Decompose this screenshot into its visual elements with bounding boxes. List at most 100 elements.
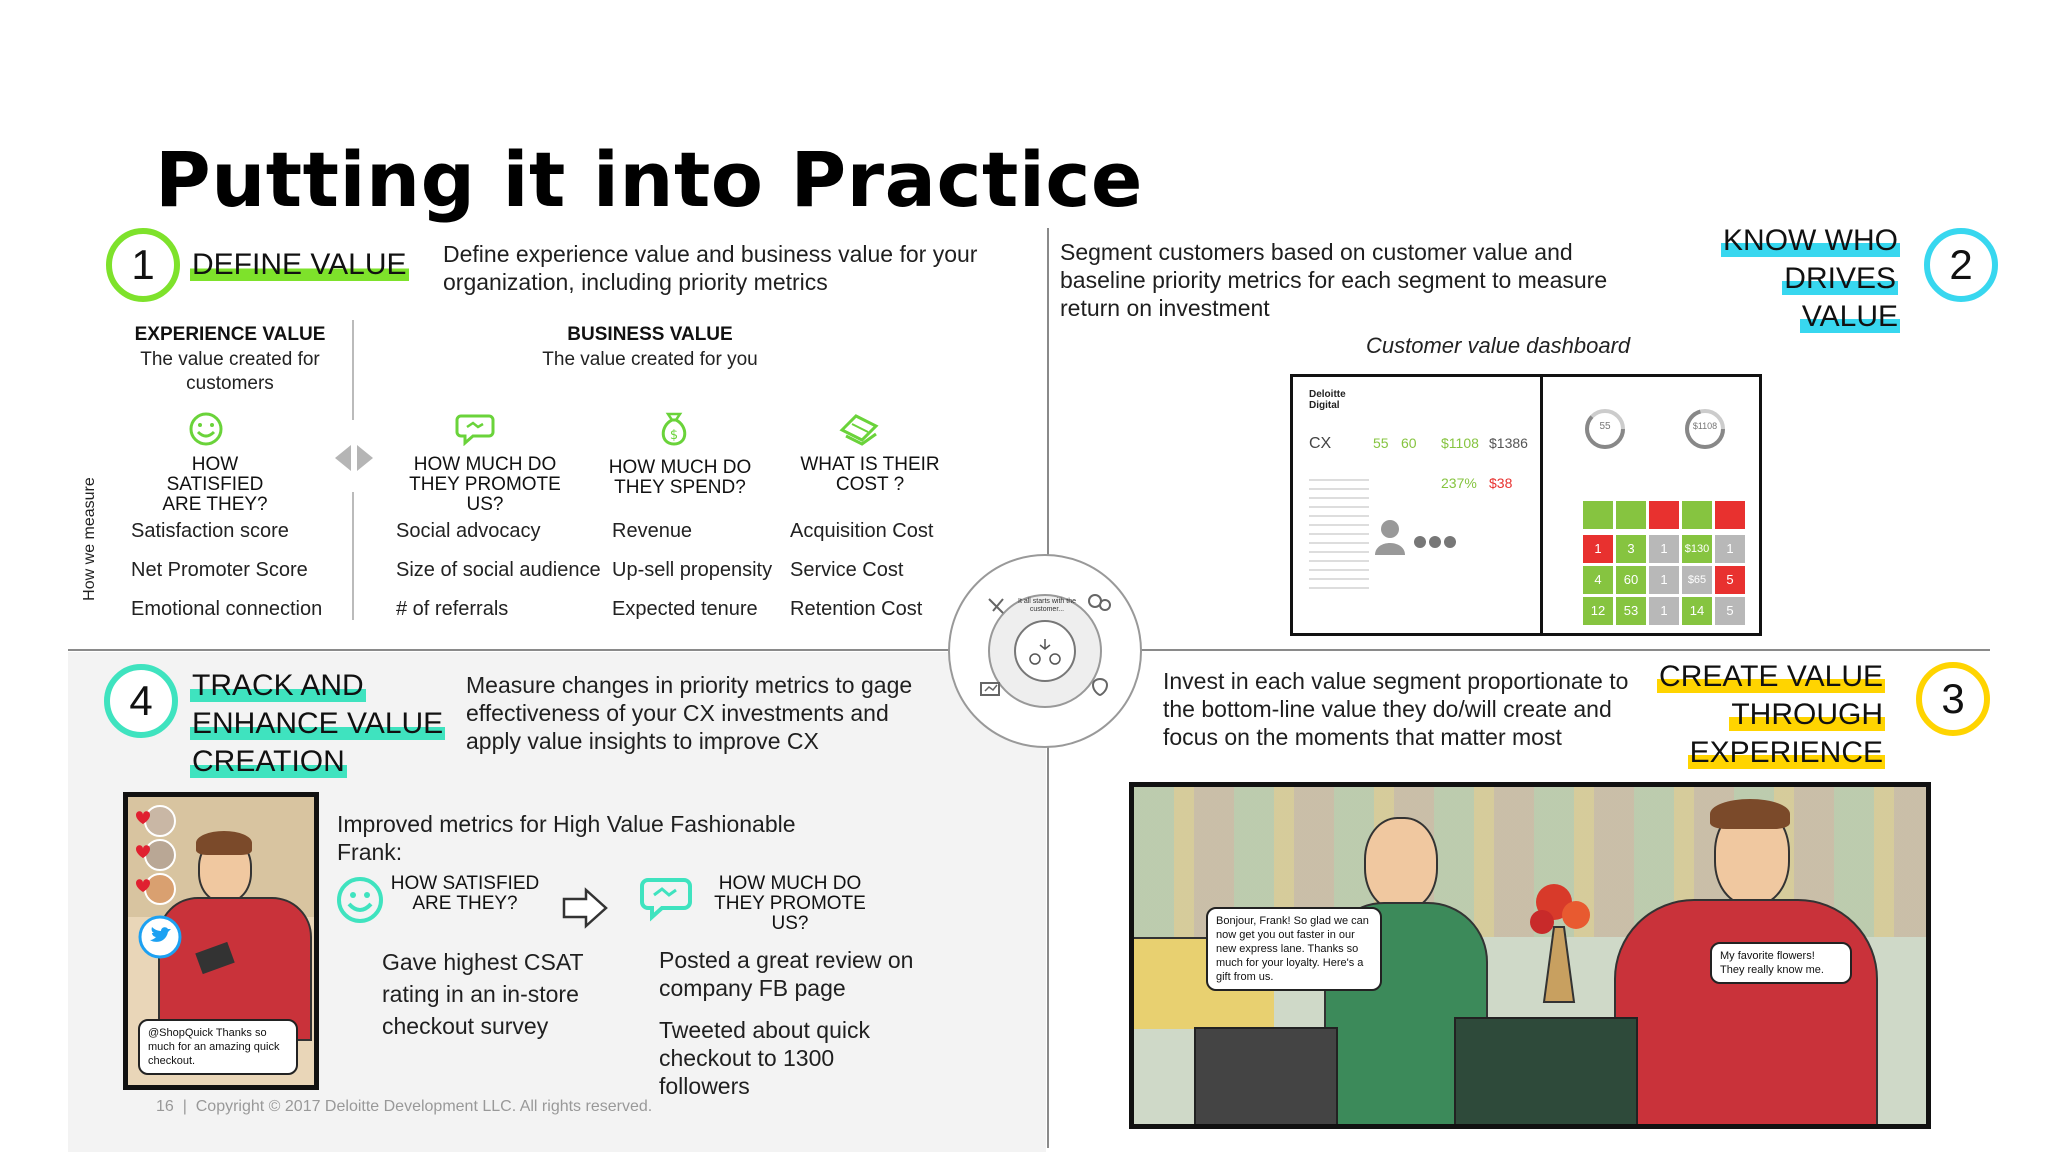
driver-cell [1715,501,1745,529]
dashboard-gauge-2 [1683,407,1727,456]
dashboard-gauge-1-value: 55 [1599,421,1611,432]
step-2-circle: 2 [1924,228,1998,302]
metric-referrals: # of referrals [396,598,509,620]
question-cost: WHAT IS THEIR COST ? [800,454,940,495]
coins-hand-icon [838,408,880,451]
step-4-circle: 4 [104,664,178,738]
track-enhance-description: Measure changes in priority metrics to g… [466,672,913,754]
comic-grocery-bag [1454,1017,1638,1124]
result-satisfied: Gave highest CSAT rating in an in-store … [382,949,584,1039]
dashboard-value-grid: 1 3 1 $130 1 4 60 1 $65 5 12 53 1 14 5 [1583,535,1748,627]
metric-tenure: Expected tenure [612,598,758,620]
customer-value-dashboard: Deloitte Digital CX 55 60 $1108 $1386 23… [1290,374,1762,636]
metric-revenue: Revenue [612,520,693,542]
comic-register [1194,1027,1338,1124]
improved-metrics-title: Improved metrics for High Value Fashiona… [337,811,796,865]
step-3-circle: 3 [1916,662,1990,736]
metric-social-advocacy: Social advocacy [396,520,541,542]
dashboard-money3: $38 [1489,475,1513,491]
svg-text:$: $ [670,428,678,443]
dashboard-divider [1540,377,1543,633]
business-value-header: BUSINESS VALUE [567,324,733,345]
comic-heart-icons [130,803,180,918]
comic-frank-sweater [1614,899,1878,1124]
grid-cell: 1 [1715,535,1745,563]
know-who-description: Segment customers based on customer valu… [1060,239,1608,321]
dashboard-social-icons [1413,535,1461,554]
comic-twitter-icon [138,915,182,964]
shopper-phone-comic: @ShopQuick Thanks so much for an amazing… [123,792,319,1090]
how-we-measure-label: How we measure [81,477,98,601]
dashboard-text-lines [1309,472,1369,592]
grid-cell: 5 [1715,566,1745,594]
grid-cell: 1 [1649,566,1679,594]
value-column-divider-lower [352,492,354,620]
page-title: Putting it into Practice [155,135,1143,224]
question-spend: HOW MUCH DO THEY SPEND? [608,457,752,498]
comic-shopper-sweater [158,897,312,1041]
result-promote-review: Posted a great review on company FB page [659,947,914,1001]
dashboard-gauge-1 [1583,407,1627,456]
metric-acquisition: Acquisition Cost [790,520,934,542]
footer-copyright: 16 | Copyright © 2017 Deloitte Developme… [156,1098,653,1115]
dashboard-score2: 60 [1401,435,1417,451]
dashboard-money1: $1108 [1441,435,1479,451]
metric-upsell: Up-sell propensity [612,559,773,581]
comic-frank-hair [1710,799,1790,829]
dashboard-driver-icons-row [1583,501,1745,529]
grid-cell: 53 [1616,597,1646,625]
grid-cell: 12 [1583,597,1613,625]
dashboard-pct: 237% [1441,475,1477,491]
question-promote: HOW MUCH DO THEY PROMOTE US? [409,454,561,515]
define-value-heading: DEFINE VALUE [190,248,409,281]
q4-how-satisfied: HOW SATISFIED ARE THEY? [390,873,540,914]
q4-how-promote: HOW MUCH DO THEY PROMOTE US? [714,873,866,934]
dashboard-gauge-2-value: $1108 [1692,421,1718,431]
arrows-icon [333,443,375,478]
dashboard-caption: Customer value dashboard [1366,333,1631,358]
center-customer-wheel [945,551,1145,756]
metric-emotional: Emotional connection [131,598,323,620]
smiley-icon-large [334,874,386,931]
comic-clerk-head [1364,817,1438,911]
create-value-description: Invest in each value segment proportiona… [1163,668,1629,750]
grid-cell: 1 [1583,535,1613,563]
grid-cell: 3 [1616,535,1646,563]
grid-cell: 1 [1649,597,1679,625]
value-column-divider [352,320,354,420]
grid-cell: $65 [1682,566,1712,594]
center-caption: It all starts with the customer... [1018,598,1076,613]
tweet-bubble: @ShopQuick Thanks so much for an amazing… [138,1019,298,1075]
driver-cell [1682,501,1712,529]
dashboard-money2: $1386 [1489,435,1528,451]
right-arrow-icon [560,887,610,934]
handshake-bubble-icon [455,408,495,451]
define-value-description: Define experience value and business val… [443,241,978,295]
metric-satisfaction: Satisfaction score [131,520,289,542]
grid-cell: 14 [1682,597,1712,625]
dashboard-cx: CX [1309,435,1332,452]
comic-shopper-hair [196,831,252,855]
driver-cell [1616,501,1646,529]
metric-nps: Net Promoter Score [131,559,308,581]
dashboard-avatar-icon [1373,517,1407,560]
metric-social-audience: Size of social audience [396,559,601,581]
metric-retention: Retention Cost [790,598,923,620]
business-value-sub: The value created for you [542,349,758,370]
metric-service: Service Cost [790,559,904,581]
grid-cell: 1 [1649,535,1679,563]
dashboard-brand: Deloitte Digital [1309,389,1346,411]
result-promote-tweet: Tweeted about quick checkout to 1300 fol… [659,1017,870,1099]
grid-cell: 60 [1616,566,1646,594]
step-1-circle: 1 [106,228,180,302]
grid-cell: $130 [1682,535,1712,563]
driver-cell [1649,501,1679,529]
grid-cell: 5 [1715,597,1745,625]
clerk-speech-bubble: Bonjour, Frank! So glad we can now get y… [1206,907,1382,991]
comic-flowers [1514,877,1604,1007]
promote-bubble-icon-large [640,870,694,927]
experience-value-header: EXPERIENCE VALUE [134,324,326,345]
